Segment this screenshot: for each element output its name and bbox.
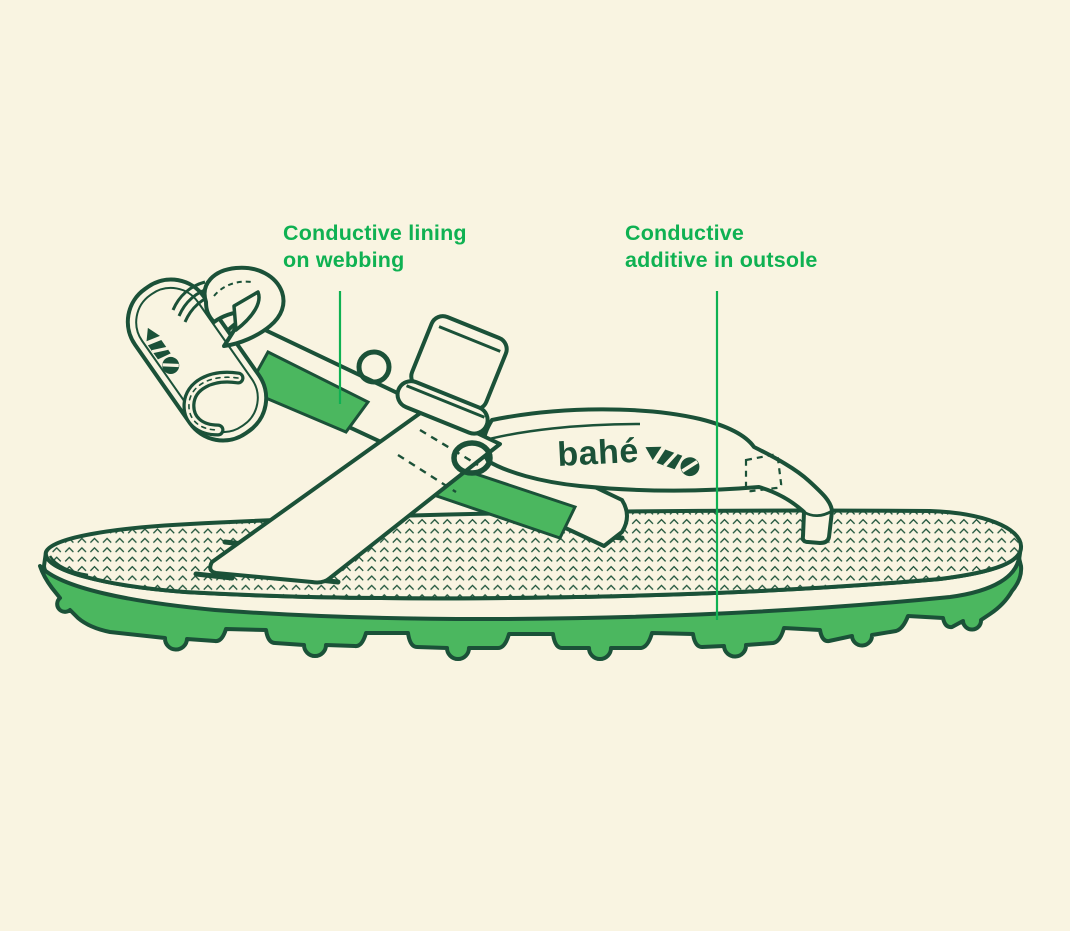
outsole <box>38 556 1024 661</box>
outsole-label-line2: additive in outsole <box>625 248 818 272</box>
strap-buckle <box>395 314 509 436</box>
toe-post-fold-line <box>803 509 833 518</box>
front-strap-body <box>208 407 502 585</box>
side-strap-fold-line <box>477 422 641 444</box>
strap-ring-icon <box>356 349 392 385</box>
heel-hook-stitching <box>213 280 253 297</box>
front-strap <box>208 407 502 585</box>
bahe-wordmark: bahé <box>556 432 639 474</box>
toe-strap <box>477 407 834 545</box>
heel-hook-opening <box>232 290 261 332</box>
footbed-heel-edge-line <box>48 555 89 577</box>
webbing-label-line1: Conductive lining <box>283 221 467 245</box>
side-strap-body <box>481 407 834 545</box>
webbing-label-line2: on webbing <box>283 248 405 272</box>
front-strap-stitching <box>397 428 479 494</box>
heel-slot <box>182 370 245 437</box>
heel-buckle <box>125 265 286 443</box>
outsole-label: Conductive additive in outsole <box>625 220 818 274</box>
outsole-label-line1: Conductive <box>625 221 745 245</box>
webbing-label: Conductive lining on webbing <box>283 220 467 274</box>
d-ring-icon <box>451 440 493 476</box>
